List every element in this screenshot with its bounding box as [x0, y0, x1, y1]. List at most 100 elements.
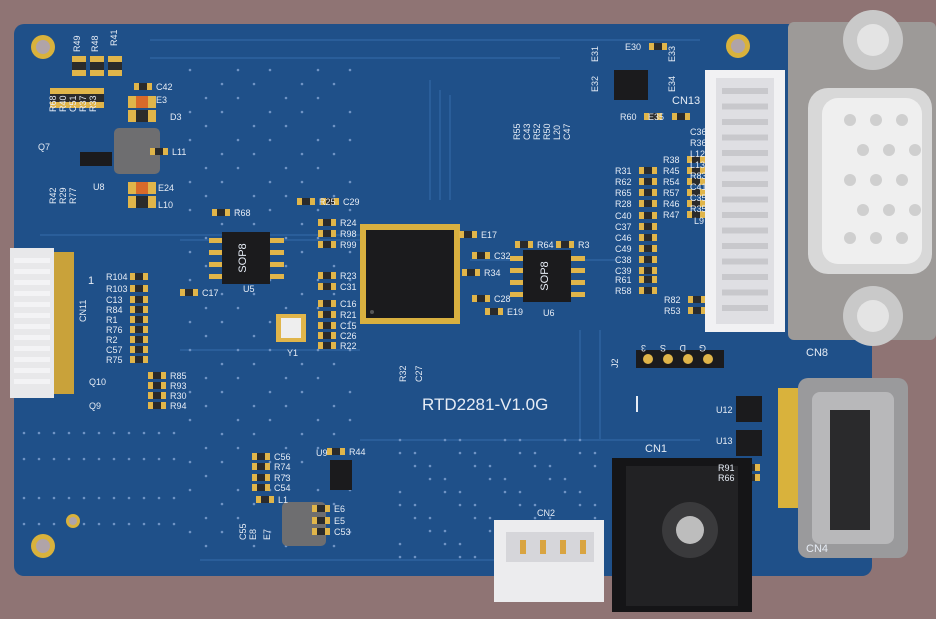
chip-u5: SOP8	[209, 232, 284, 284]
via	[220, 82, 224, 86]
silk-label-r23: R23	[340, 271, 357, 281]
via	[300, 152, 304, 156]
via	[503, 477, 507, 481]
silk-label-c51: C51	[68, 95, 78, 112]
via	[398, 555, 402, 559]
silk-label-u13: U13	[716, 436, 733, 446]
smd-body	[70, 94, 84, 102]
silk-label-r25: R25	[319, 197, 336, 207]
via	[473, 503, 477, 507]
via	[188, 488, 192, 492]
smd-body	[644, 267, 652, 274]
header-j2[interactable]	[636, 350, 724, 368]
smd-body	[323, 332, 331, 339]
silk-label-r48: R48	[90, 35, 100, 52]
via	[220, 180, 224, 184]
via	[316, 138, 320, 142]
connector-cn8-vga[interactable]	[788, 10, 936, 346]
connector-pin	[14, 258, 50, 263]
smd-body	[317, 528, 325, 535]
connector-cn2[interactable]	[494, 520, 604, 602]
silk-label-l9: L9	[694, 216, 704, 226]
smd-body	[323, 219, 331, 226]
via	[316, 418, 320, 422]
via	[300, 180, 304, 184]
smd-body	[644, 245, 652, 252]
smd-body	[135, 316, 143, 323]
silk-label-r47: R47	[663, 210, 680, 220]
smd-body	[477, 295, 485, 302]
smd-body	[108, 62, 122, 70]
via	[300, 460, 304, 464]
vga-pin	[870, 174, 882, 186]
silk-label-c26: C26	[340, 331, 357, 341]
via	[157, 522, 161, 526]
via	[332, 432, 336, 436]
via	[300, 82, 304, 86]
via	[332, 194, 336, 198]
smd-body	[153, 382, 161, 389]
silk-label-c38: C38	[615, 255, 632, 265]
silk-label-s: S	[660, 343, 666, 353]
silk-label-c16: C16	[340, 299, 357, 309]
silk-label-r49: R49	[72, 35, 82, 52]
via	[22, 457, 26, 461]
smd-body	[136, 110, 148, 122]
connector-cn1-dc-jack[interactable]	[612, 458, 752, 612]
via	[67, 457, 71, 461]
connector-pin	[722, 274, 768, 280]
via	[348, 208, 352, 212]
via	[300, 250, 304, 254]
via	[458, 503, 462, 507]
silk-label-r38: R38	[663, 155, 680, 165]
smd-body	[323, 272, 331, 279]
via	[348, 390, 352, 394]
via	[82, 522, 86, 526]
vga-pin	[844, 114, 856, 126]
connector-pin	[722, 212, 768, 218]
via	[52, 457, 56, 461]
connector-pin	[14, 346, 50, 351]
via	[188, 180, 192, 184]
via	[252, 432, 256, 436]
smd-body	[323, 300, 331, 307]
connector-cn11[interactable]	[10, 248, 74, 398]
via	[533, 451, 537, 455]
connector-pin	[14, 291, 50, 296]
via	[172, 457, 176, 461]
smd-body	[644, 189, 652, 196]
connector-cn13[interactable]	[705, 70, 785, 332]
connector-pin	[722, 289, 768, 296]
silk-label-cn8: CN8	[806, 347, 828, 359]
smd-body	[677, 113, 685, 120]
via	[332, 544, 336, 548]
via	[52, 522, 56, 526]
silk-label-r61: R61	[615, 275, 632, 285]
via	[268, 390, 272, 394]
via	[204, 194, 208, 198]
via	[188, 390, 192, 394]
vga-pin	[909, 204, 921, 216]
silk-label-r62: R62	[615, 177, 632, 187]
via	[236, 138, 240, 142]
via	[413, 451, 417, 455]
silk-label-e35: E35	[648, 112, 664, 122]
via	[348, 530, 352, 534]
via	[127, 431, 131, 435]
silk-label-r103: R103	[106, 284, 128, 294]
smd-body	[72, 62, 86, 70]
via	[236, 446, 240, 450]
via	[316, 68, 320, 72]
smd-body	[257, 484, 265, 491]
via	[97, 457, 101, 461]
via	[204, 334, 208, 338]
connector-cn4-hdmi[interactable]	[778, 378, 908, 558]
silk-label-c31: C31	[340, 282, 357, 292]
silk-label-u5: U5	[243, 284, 255, 294]
via	[204, 166, 208, 170]
via	[67, 431, 71, 435]
smd-body	[693, 296, 701, 303]
connector-pin	[14, 368, 50, 373]
smd-body	[323, 283, 331, 290]
silk-label-c40: C40	[615, 211, 632, 221]
